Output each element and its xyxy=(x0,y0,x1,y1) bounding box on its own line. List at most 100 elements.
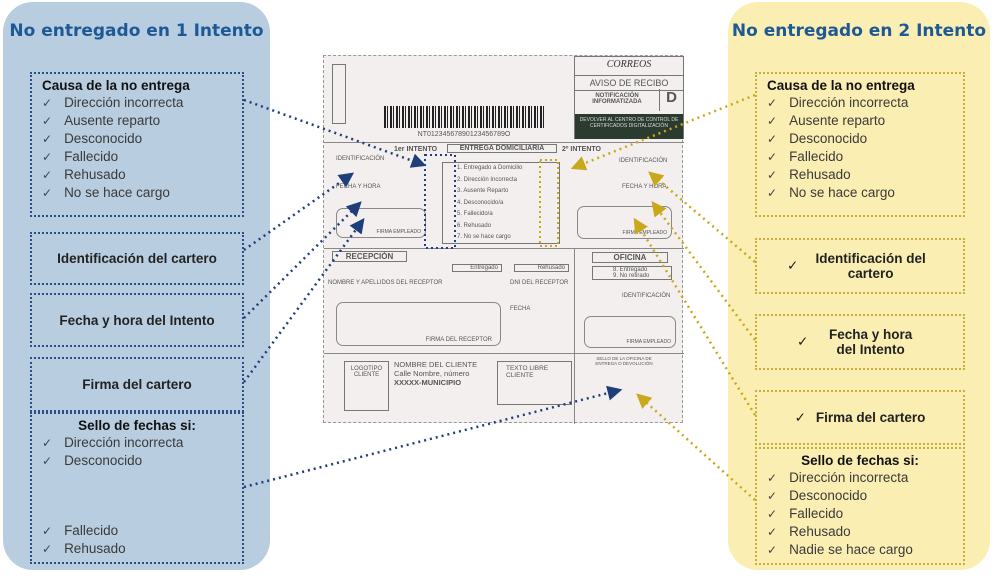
date-time-label: Fecha y hora del Intento xyxy=(59,312,215,328)
header-box: CORREOS AVISO DE RECIBO NOTIFICACIÓN INF… xyxy=(574,56,684,139)
list-item: Rehusado xyxy=(767,166,953,184)
list-item: Desconocido xyxy=(767,130,953,148)
option: 5. Fallecido/a xyxy=(457,211,493,217)
panel-title: No entregado en 2 Intento xyxy=(731,21,987,41)
client-name: NOMBRE DEL CLIENTE xyxy=(394,360,478,369)
barcode xyxy=(384,106,544,128)
notification-label: NOTIFICACIÓN INFORMATIZADA xyxy=(592,93,642,105)
list-item: Rehusado xyxy=(767,523,953,541)
office-signature-area: FIRMA EMPLEADO xyxy=(584,316,676,348)
check-icon: ✓ xyxy=(794,409,806,425)
signature-label: Firma del cartero xyxy=(82,377,192,392)
receiver-name-field: NOMBRE Y APELLIDOS DEL RECEPTOR xyxy=(328,280,443,286)
client-street: Calle Nombre, número xyxy=(394,369,470,378)
client-city: XXXXX-MUNICIPIO xyxy=(394,378,462,387)
stamp-heading: Sello de fechas si: xyxy=(78,418,196,433)
list-item: Fallecido xyxy=(767,148,953,166)
date-time-label: Fecha y hora del Intento xyxy=(829,327,913,357)
identification-field: IDENTIFICACIÓN xyxy=(336,156,385,162)
signature-box: ✓ Firma del cartero xyxy=(755,390,965,445)
reception-section: RECEPCIÓN xyxy=(332,251,407,262)
identification-box: Identificación del cartero xyxy=(30,232,244,285)
option: 3. Ausente Reparto xyxy=(457,188,509,194)
signature-area: FIRMA EMPLEADO xyxy=(336,208,426,238)
free-text-box: TEXTO LIBRE CLIENTE xyxy=(497,361,572,405)
date-field: FECHA xyxy=(510,306,531,312)
signature-label: Firma del cartero xyxy=(815,410,926,425)
list-item: Desconocido xyxy=(42,452,232,470)
second-attempt-panel: No entregado en 2 Intento Causa de la no… xyxy=(728,2,990,570)
connector-date-2 xyxy=(651,200,757,341)
second-attempt-label: 2º INTENTO xyxy=(562,146,601,153)
divider xyxy=(324,142,684,143)
check-icon: ✓ xyxy=(787,258,799,273)
date-time-box: ✓Fecha y hora del Intento xyxy=(755,314,965,370)
first-attempt-highlight xyxy=(424,154,456,249)
client-address: NOMBRE DEL CLIENTE Calle Nombre, número … xyxy=(394,360,477,387)
list-item: No se hace cargo xyxy=(42,184,232,202)
list-item: Rehusado xyxy=(42,166,232,184)
option: 8. Entregado xyxy=(613,267,648,273)
receiver-signature-area: FIRMA DEL RECEPTOR xyxy=(336,302,501,346)
stamp-heading: Sello de fechas si: xyxy=(801,453,919,468)
office-stamp-area: SELLO DE LA OFICINA DE ENTREGA O DEVOLUC… xyxy=(595,356,653,366)
list-item: Dirección incorrecta xyxy=(42,434,232,452)
list-item: Fallecido xyxy=(42,148,232,166)
connector-cause-1 xyxy=(243,98,427,168)
return-notice: DEVOLVER AL CENTRO DE CONTROL DE CERTIFI… xyxy=(575,114,683,139)
cause-box: Causa de la no entrega Dirección incorre… xyxy=(30,72,244,217)
home-delivery-label: ENTREGA DOMICILIARIA xyxy=(447,144,557,153)
option: 9. No retirado xyxy=(613,273,650,279)
divider xyxy=(574,248,575,424)
connector-id-2 xyxy=(648,171,756,263)
list-item: Rehusado xyxy=(42,540,232,558)
list-item: Dirección incorrecta xyxy=(767,94,953,112)
list-item: Fallecido xyxy=(42,522,232,540)
option: 6. Rehusado xyxy=(457,222,492,229)
correos-logo: CORREOS xyxy=(606,59,652,70)
identification-label: Identificación del cartero xyxy=(57,251,217,266)
connector-stamp-2 xyxy=(636,393,756,501)
date-time-field: FECHA Y HORA xyxy=(622,184,667,190)
delivery-options: 1. Entregado a Domicilio 2. Dirección In… xyxy=(442,162,560,244)
list-item: Dirección incorrecta xyxy=(767,469,953,487)
connector-id-1 xyxy=(243,172,355,252)
refused-checkbox: Rehusado xyxy=(514,264,569,272)
cause-box: Causa de la no entrega Dirección incorre… xyxy=(755,72,965,217)
first-attempt-label: 1er INTENTO xyxy=(394,146,438,153)
cause-heading: Causa de la no entrega xyxy=(767,78,915,93)
option: 7. No se hace cargo xyxy=(457,234,511,240)
date-time-field: FECHA Y HORA xyxy=(336,184,381,190)
barcode-number: NT01234567890123456789O xyxy=(417,131,511,138)
list-item: Desconocido xyxy=(42,130,232,148)
connector-sign-2 xyxy=(633,217,757,416)
second-attempt-highlight xyxy=(539,159,559,247)
list-item: Fallecido xyxy=(767,505,953,523)
identification-field: IDENTIFICACIÓN xyxy=(622,293,671,299)
list-item: Desconocido xyxy=(767,487,953,505)
first-attempt-panel: No entregado en 1 Intento Causa de la no… xyxy=(3,2,270,570)
office-options: 8. Entregado 9. No retirado xyxy=(592,266,672,280)
list-item: Nadie se hace cargo xyxy=(767,541,953,559)
cause-heading: Causa de la no entrega xyxy=(42,78,190,93)
option: 1. Entregado a Domicilio xyxy=(457,165,523,171)
office-section: OFICINA xyxy=(592,252,668,263)
signature-box: Firma del cartero xyxy=(30,357,244,412)
delivered-checkbox: Entregado xyxy=(452,264,502,272)
panel-title: No entregado en 1 Intento xyxy=(9,21,264,41)
date-stamp-box: Sello de fechas si: Dirección incorrecta… xyxy=(755,447,965,565)
list-item: No se hace cargo xyxy=(767,184,953,202)
option: 4. Desconocido/a xyxy=(457,199,504,206)
form-title: AVISO DE RECIBO xyxy=(575,75,683,91)
divider xyxy=(324,248,684,249)
list-item: Ausente reparto xyxy=(42,112,232,130)
side-label-box xyxy=(332,64,346,124)
identification-label: Identificación del cartero xyxy=(815,251,926,281)
receiver-id-field: DNI DEL RECEPTOR xyxy=(510,280,569,286)
connector-stamp-1 xyxy=(243,385,623,489)
connector-cause-2 xyxy=(570,93,756,171)
list-item: Dirección incorrecta xyxy=(42,94,232,112)
identification-box: ✓ Identificación del cartero xyxy=(755,238,965,294)
client-logo-box: LOGOTIPO CLIENTE xyxy=(344,361,389,411)
